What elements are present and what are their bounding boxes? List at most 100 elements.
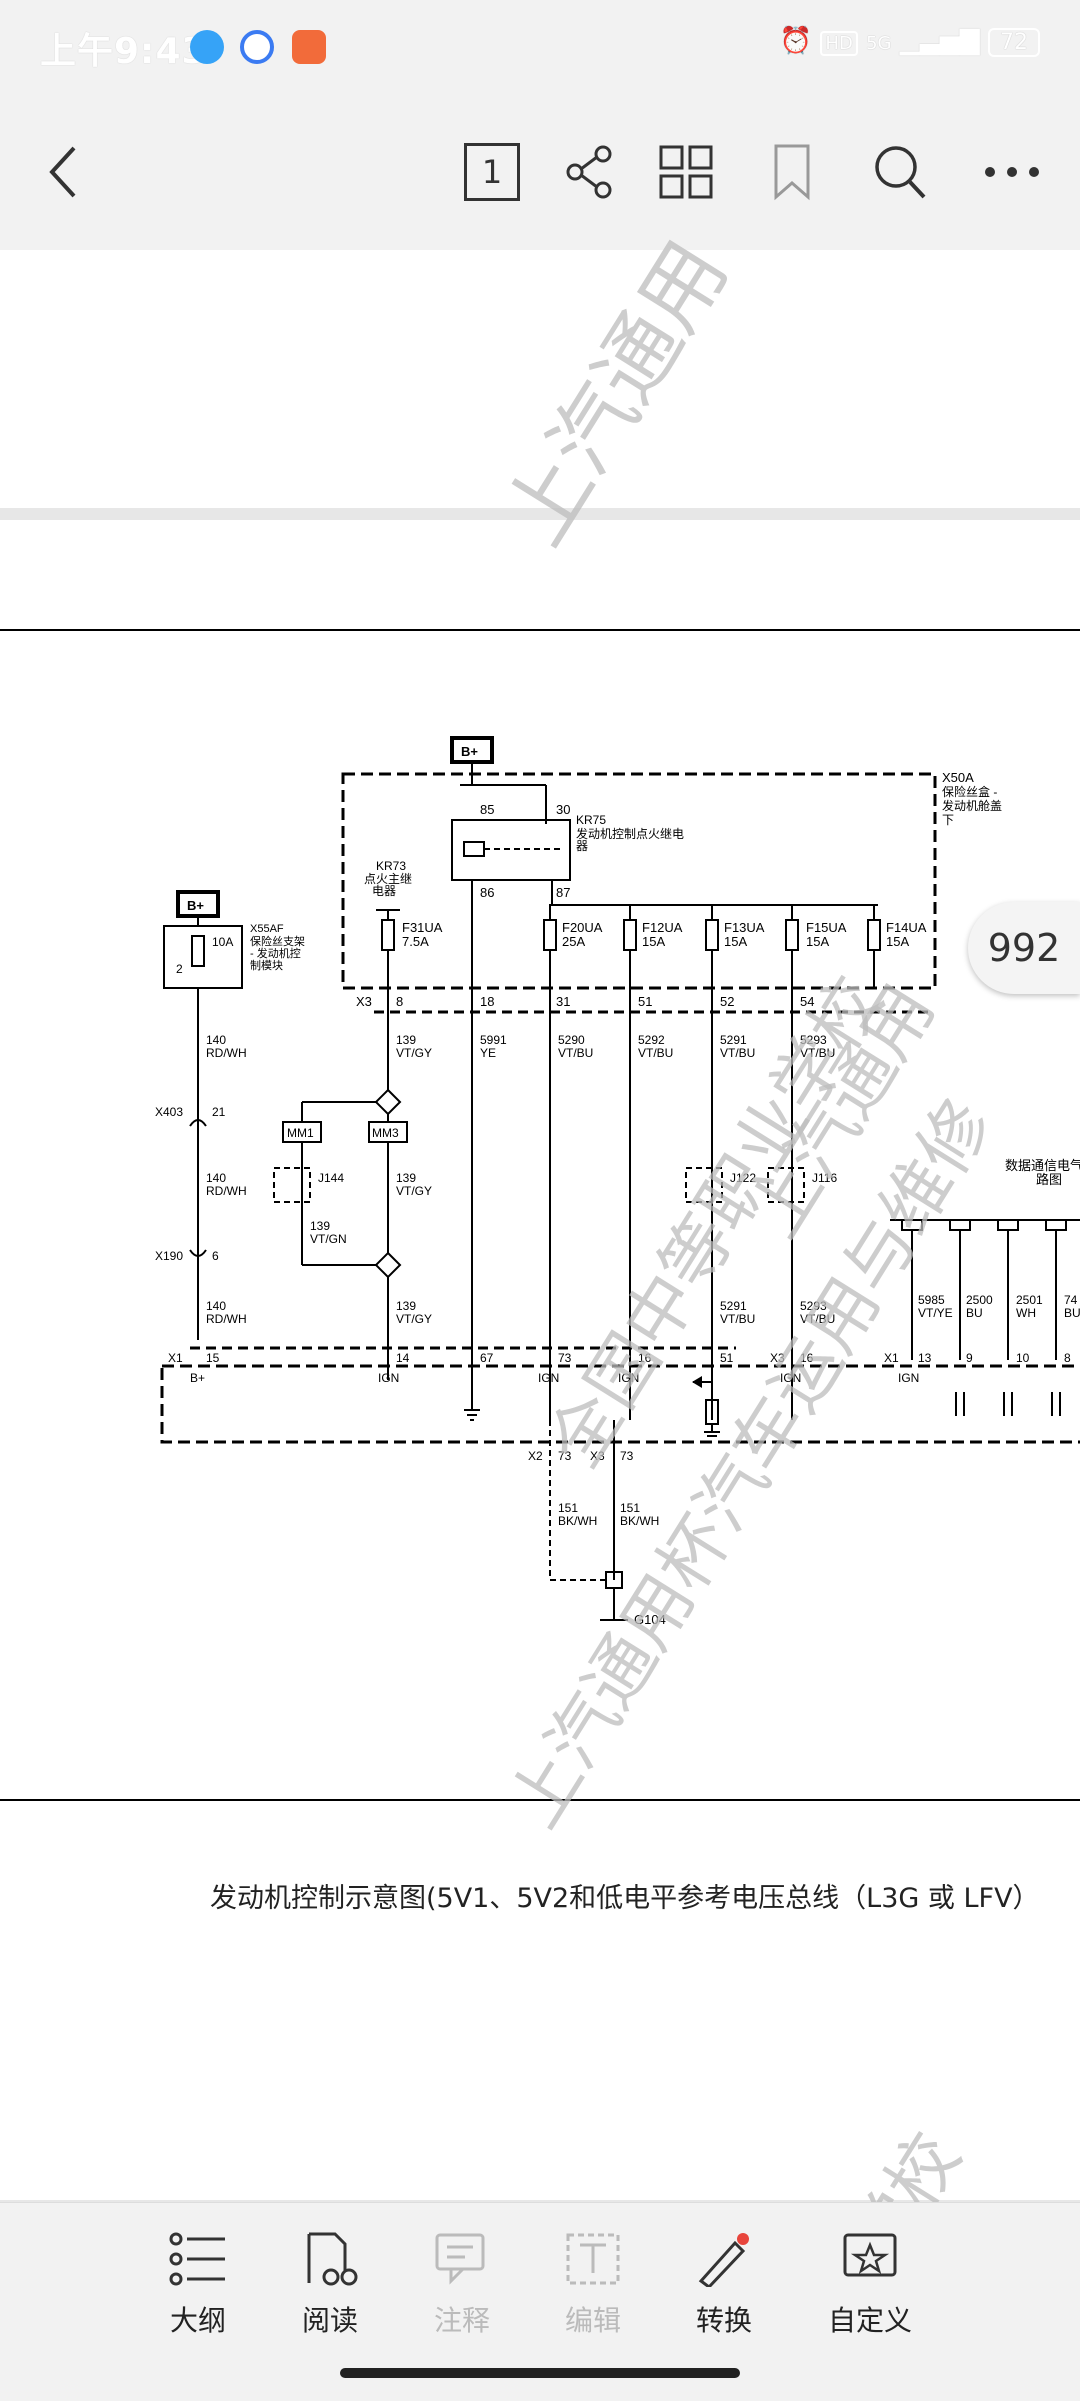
alarm-icon: ⏰ bbox=[779, 26, 813, 56]
fuse-box-desc-3: 下 bbox=[942, 813, 954, 827]
conn-x403-pin: 21 bbox=[212, 1105, 226, 1119]
wire-5293-color-2: VT/BU bbox=[800, 1312, 835, 1326]
left-box-desc-3: 制模块 bbox=[250, 959, 283, 972]
conn-pin-67: 67 bbox=[480, 1351, 494, 1365]
relay-pin-30: 30 bbox=[556, 802, 570, 817]
grid-view-button[interactable] bbox=[646, 132, 726, 212]
wire-140-color-3: RD/WH bbox=[206, 1312, 247, 1326]
page-indicator-button[interactable]: 1 bbox=[452, 132, 532, 212]
wire-151-color-2: BK/WH bbox=[620, 1514, 659, 1528]
outline-button[interactable]: 大纲 bbox=[143, 2231, 253, 2339]
bottom-toolbar: 大纲 阅读 注释 编辑 转换 bbox=[0, 2202, 1080, 2401]
comment-button[interactable]: 注释 bbox=[407, 2231, 517, 2339]
relay-kr75-desc-1: 发动机控制点火继电 bbox=[576, 826, 684, 841]
fuse-f15-name: F15UA bbox=[806, 920, 847, 935]
page-indicator: 1 bbox=[464, 143, 520, 201]
read-label: 阅读 bbox=[301, 2304, 358, 2337]
conn-x2: X2 bbox=[528, 1449, 543, 1463]
relay-kr73-desc-1: 点火主继 bbox=[364, 872, 412, 886]
outline-label: 大纲 bbox=[169, 2304, 226, 2337]
module-ign-2: IGN bbox=[538, 1371, 559, 1385]
search-icon bbox=[875, 146, 926, 199]
top-toolbar: 1 bbox=[0, 92, 1080, 250]
battery-level: 72 bbox=[1000, 30, 1028, 55]
more-button[interactable] bbox=[972, 132, 1052, 212]
module-ign-1: IGN bbox=[378, 1371, 399, 1385]
status-right-icons: ⏰ HD 5G ▁▃▅▇ 72 bbox=[779, 26, 1040, 57]
back-button[interactable] bbox=[24, 132, 104, 212]
wire-139-color-3: VT/GY bbox=[396, 1312, 432, 1326]
share-button[interactable] bbox=[550, 132, 630, 212]
relay-kr75-id: KR75 bbox=[576, 813, 606, 827]
fuse-f20-amp: 25A bbox=[562, 934, 585, 949]
x3-pin-54: 54 bbox=[800, 994, 814, 1009]
wire-139-color: VT/GY bbox=[396, 1046, 432, 1060]
conn-pin-16: 16 bbox=[638, 1351, 652, 1365]
battery-icon: 72 bbox=[988, 28, 1040, 57]
wire-151-color-1: BK/WH bbox=[558, 1514, 597, 1528]
left-box-id: X55AF bbox=[250, 923, 284, 935]
wire-2500-color: BU bbox=[966, 1306, 983, 1320]
splice-mm3: MM3 bbox=[372, 1126, 399, 1140]
wire-5291-color: VT/BU bbox=[720, 1046, 755, 1060]
signal-icon: ▁▃▅▇ bbox=[899, 26, 980, 56]
cat-app-notification-icon bbox=[292, 30, 326, 64]
x3-pin-51: 51 bbox=[638, 994, 652, 1009]
wiring-diagram: X50A 保险丝盒 - 发动机舱盖 下 B+ 85 30 86 87 KR75 … bbox=[0, 629, 1080, 1801]
more-icon bbox=[985, 167, 1039, 177]
comment-icon bbox=[435, 2233, 485, 2285]
ground-g104: G104 bbox=[634, 1612, 666, 1627]
x3-pin-31: 31 bbox=[556, 994, 570, 1009]
browser-notification-icon bbox=[240, 30, 274, 64]
wire-139gn-color: VT/GN bbox=[310, 1232, 347, 1246]
conn-x3-bottom-pin: 73 bbox=[620, 1449, 634, 1463]
wire-2501-color: WH bbox=[1016, 1306, 1036, 1320]
left-box-desc-1: 保险丝支架 bbox=[250, 934, 305, 948]
read-button[interactable]: 阅读 bbox=[275, 2231, 385, 2339]
wire-5985-color: VT/YE bbox=[918, 1306, 953, 1320]
share-icon bbox=[566, 145, 612, 199]
fuse-f31-amp: 7.5A bbox=[402, 934, 429, 949]
convert-icon bbox=[698, 2233, 749, 2290]
wire-5991-num: 5991 bbox=[480, 1033, 507, 1047]
convert-button[interactable]: 转换 bbox=[669, 2231, 779, 2339]
conn-pin-8: 8 bbox=[1064, 1351, 1071, 1365]
module-ign-5: IGN bbox=[898, 1371, 919, 1385]
x3-pin-52: 52 bbox=[720, 994, 734, 1009]
wire-140-num-2: 140 bbox=[206, 1171, 226, 1185]
conn-pin-51: 51 bbox=[720, 1351, 734, 1365]
wire-139-num-2: 139 bbox=[396, 1171, 416, 1185]
convert-label: 转换 bbox=[695, 2304, 752, 2337]
conn-x1-left: X1 bbox=[168, 1351, 183, 1365]
wire-2500-num: 2500 bbox=[966, 1293, 993, 1307]
app-notification-icon bbox=[190, 30, 224, 64]
document-page bbox=[0, 520, 1080, 2200]
page-number-badge[interactable]: 992 bbox=[968, 902, 1080, 994]
relay-kr75-desc-2: 器 bbox=[576, 839, 588, 853]
wire-5290-color: VT/BU bbox=[558, 1046, 593, 1060]
conn-pin-14: 14 bbox=[396, 1351, 410, 1365]
wire-140-num-1: 140 bbox=[206, 1033, 226, 1047]
fuse-box-desc-2: 发动机舱盖 bbox=[942, 798, 1002, 813]
wire-5293-num: 5293 bbox=[800, 1033, 827, 1047]
status-time: 上午9:43 bbox=[40, 31, 208, 72]
fuse-box-desc-1: 保险丝盒 - bbox=[942, 784, 997, 799]
edit-button[interactable]: 编辑 bbox=[538, 2231, 648, 2339]
wire-140-color-2: RD/WH bbox=[206, 1184, 247, 1198]
edit-label: 编辑 bbox=[564, 2304, 621, 2337]
wire-151-num-1: 151 bbox=[558, 1501, 578, 1515]
home-indicator[interactable] bbox=[340, 2368, 740, 2378]
conn-x190-pin: 6 bbox=[212, 1249, 219, 1263]
wire-151-num-2: 151 bbox=[620, 1501, 640, 1515]
network-label: 5G bbox=[866, 33, 892, 54]
wire-140-color-1: RD/WH bbox=[206, 1046, 247, 1060]
customize-button[interactable]: 自定义 bbox=[815, 2231, 925, 2339]
bookmark-button[interactable] bbox=[752, 132, 832, 212]
fuse-f31-name: F31UA bbox=[402, 920, 443, 935]
wire-74-color: BU bbox=[1064, 1306, 1080, 1320]
splice-mm1: MM1 bbox=[287, 1126, 314, 1140]
wire-139-num-3: 139 bbox=[396, 1299, 416, 1313]
fuse-f12-amp: 15A bbox=[642, 934, 665, 949]
search-button[interactable] bbox=[860, 132, 940, 212]
module-bplus: B+ bbox=[190, 1371, 205, 1385]
